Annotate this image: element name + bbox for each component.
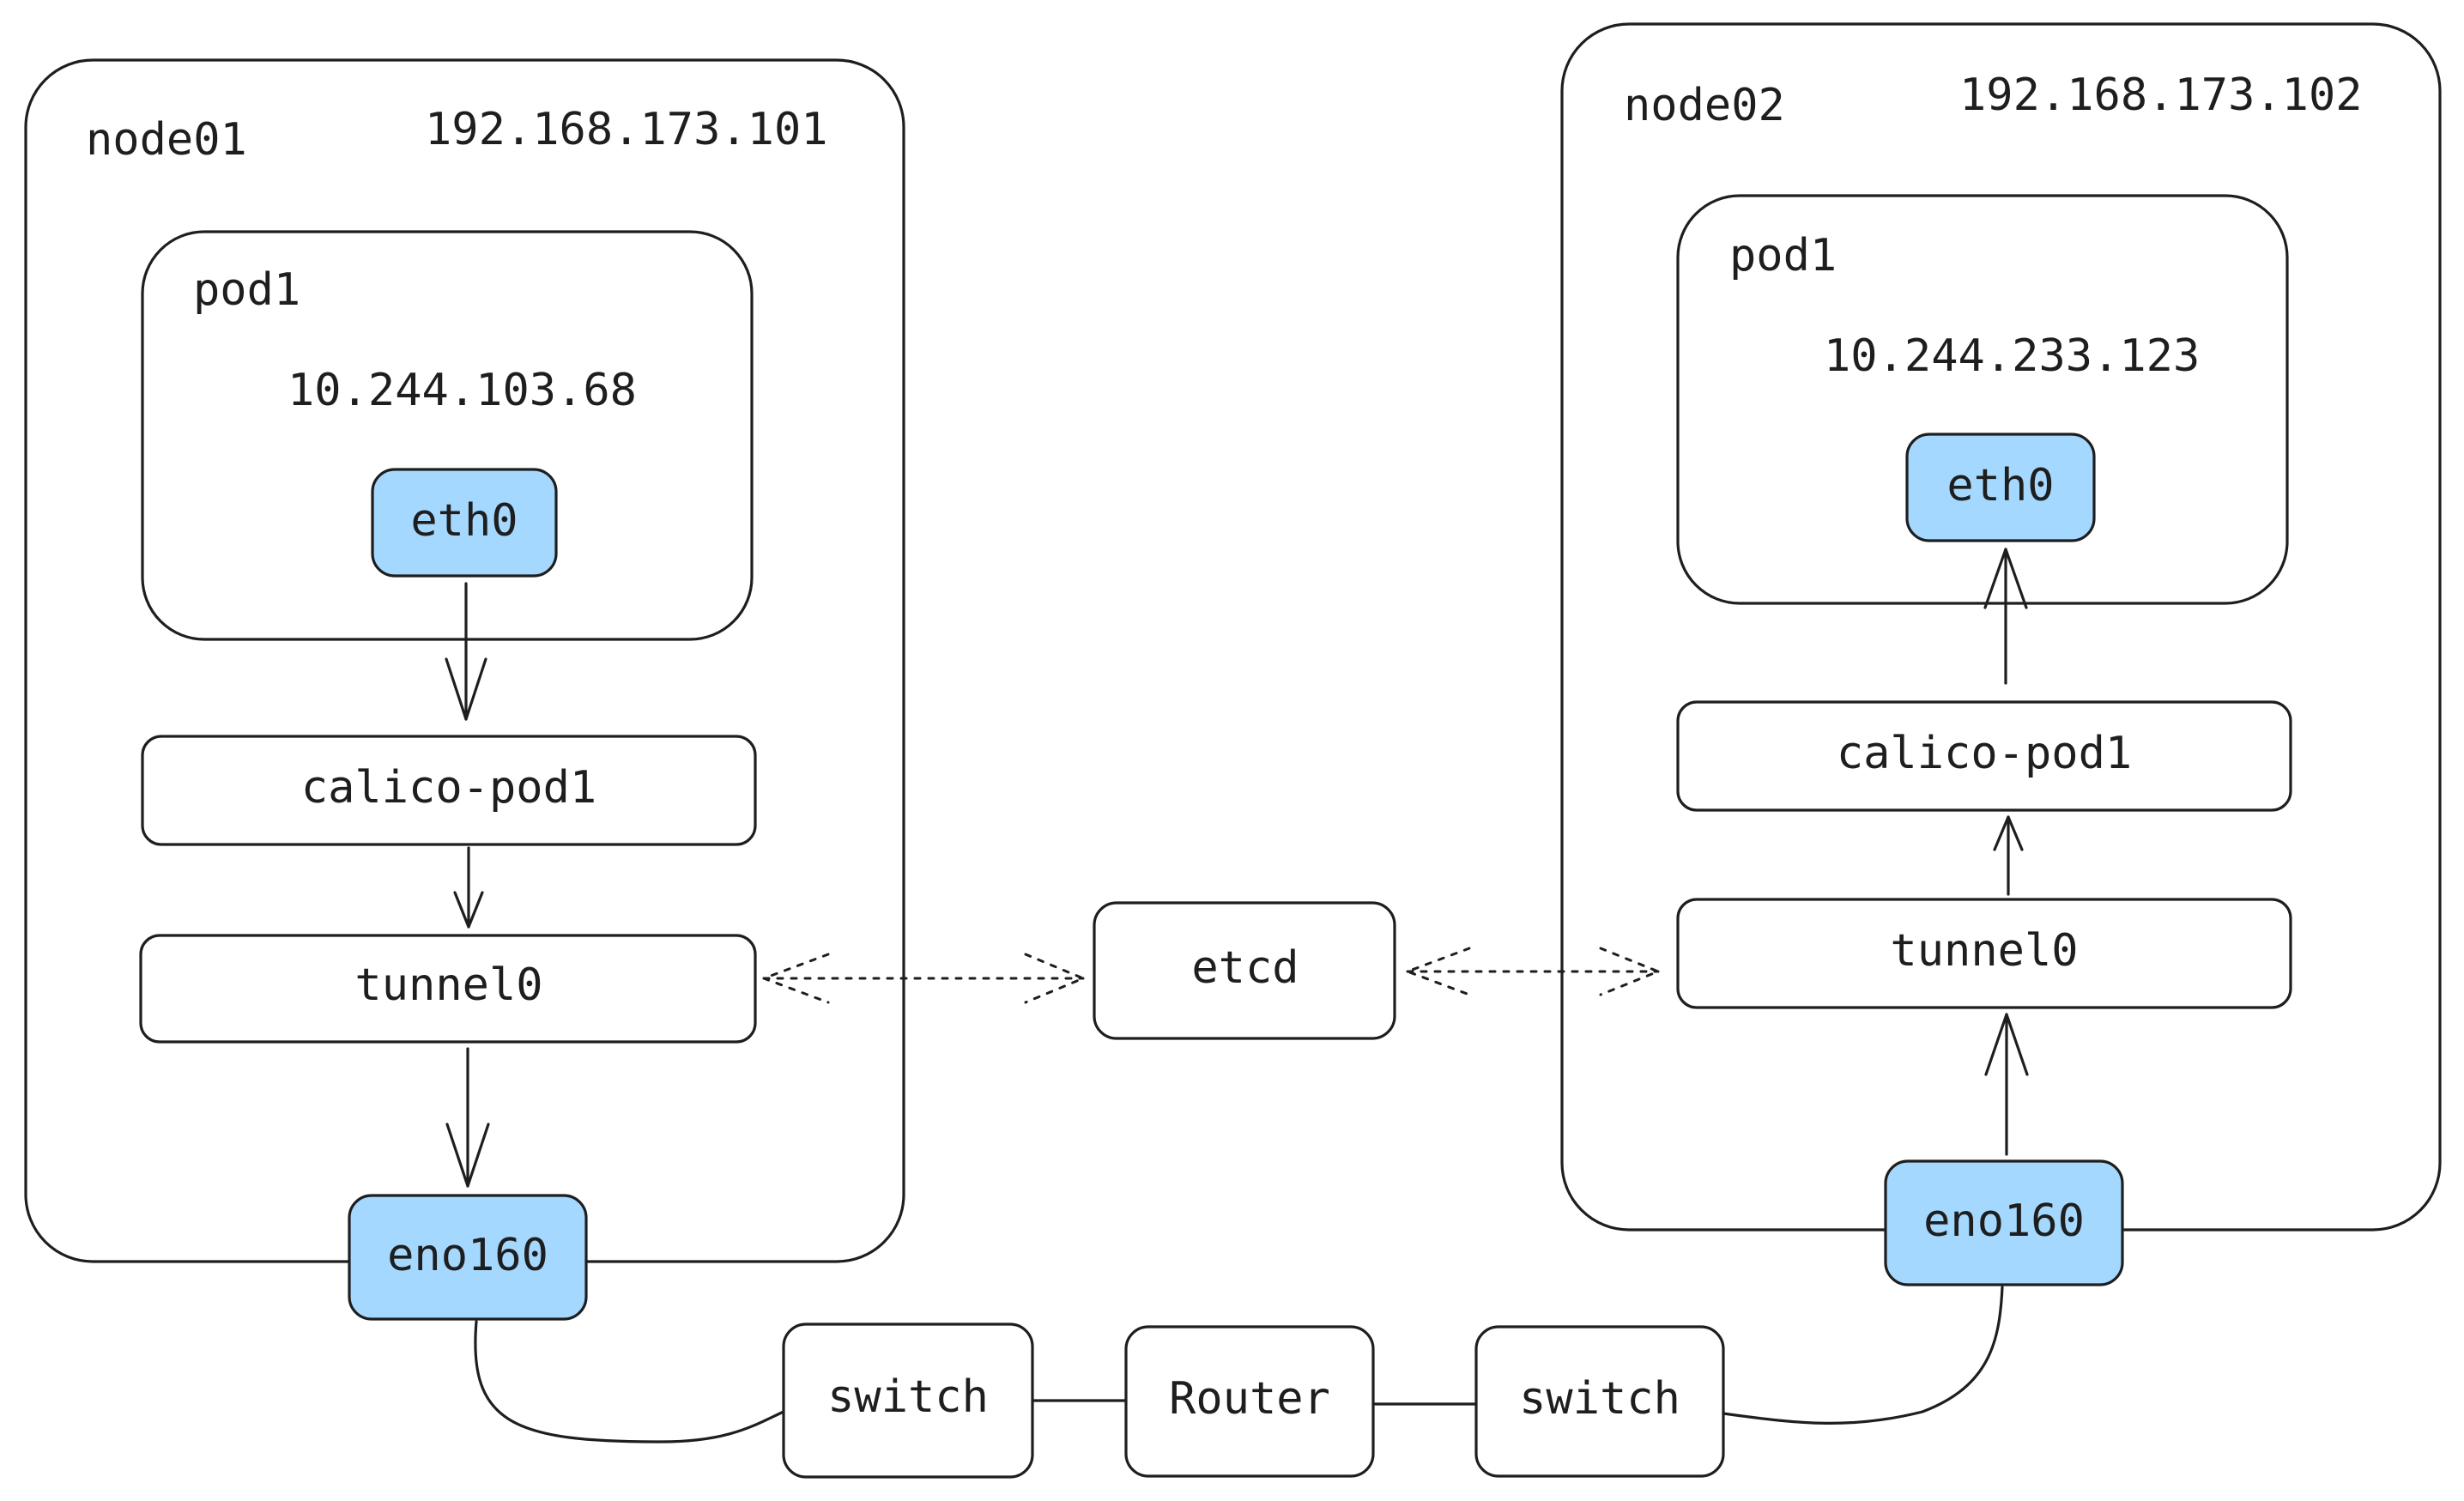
node02-eth0-box[interactable] xyxy=(1905,433,2096,542)
link-switch-right-to-nic02 xyxy=(1722,1286,2004,1425)
node01-calico-box[interactable] xyxy=(141,735,757,846)
node01-name: node01 xyxy=(86,114,247,166)
node02-nic-label: eno160 xyxy=(1923,1195,2085,1247)
node02-name: node02 xyxy=(1624,80,1785,131)
node01-ip: 192.168.173.101 xyxy=(425,104,828,155)
node01-pod-frame xyxy=(141,230,754,641)
node01-arrow-tunnel-to-nic xyxy=(445,1047,490,1188)
node01-nic-label: eno160 xyxy=(387,1230,548,1281)
node01-eth0-label: eth0 xyxy=(410,495,518,547)
etcd-link-right xyxy=(1406,947,1660,996)
etcd-label: etcd xyxy=(1191,942,1299,994)
switch-right-box[interactable] xyxy=(1474,1325,1725,1478)
node02: node02 192.168.173.102 pod1 10.244.233.1… xyxy=(1560,22,2442,1286)
node02-arrow-nic-to-tunnel xyxy=(1984,1013,2029,1156)
node02-ip: 192.168.173.102 xyxy=(1959,70,2363,121)
node02-pod-frame xyxy=(1676,194,2289,605)
node02-nic-box[interactable] xyxy=(1884,1159,2124,1286)
node01-pod-ip: 10.244.103.68 xyxy=(288,365,637,416)
node02-tunnel-label: tunnel0 xyxy=(1890,925,2078,977)
node01-eth0-box[interactable] xyxy=(371,468,558,578)
node02-tunnel-box[interactable] xyxy=(1676,898,2292,1009)
node01-arrow-eth0-to-calico xyxy=(445,582,487,721)
node01-pod-name: pod1 xyxy=(193,264,300,316)
node01-nic-box[interactable] xyxy=(348,1194,588,1321)
etcd-link-left xyxy=(762,953,1085,1004)
node01: node01 192.168.173.101 pod1 10.244.103.6… xyxy=(24,58,905,1321)
node01-arrow-calico-to-tunnel xyxy=(453,846,484,929)
node02-arrow-calico-to-eth0 xyxy=(1983,548,2028,685)
node01-pod: pod1 10.244.103.68 eth0 xyxy=(141,230,754,641)
node01-calico-label: calico-pod1 xyxy=(301,762,596,814)
node01-tunnel-box[interactable] xyxy=(139,934,757,1044)
switch-right-label: switch xyxy=(1519,1373,1680,1425)
etcd-box[interactable] xyxy=(1093,901,1396,1040)
link-nic01-to-switch-left xyxy=(474,1320,785,1444)
router-label: Router xyxy=(1169,1373,1330,1425)
node02-pod-name: pod1 xyxy=(1729,230,1837,281)
node02-eth0-label: eth0 xyxy=(1946,460,2054,511)
node02-pod-ip: 10.244.233.123 xyxy=(1824,330,2200,382)
node02-calico-label: calico-pod1 xyxy=(1837,728,2132,779)
node02-calico-box[interactable] xyxy=(1676,700,2292,812)
node02-frame xyxy=(1560,22,2442,1232)
physical-network: switch Router switch xyxy=(474,1286,2004,1479)
node02-pod: pod1 10.244.233.123 eth0 xyxy=(1676,194,2289,605)
switch-left-label: switch xyxy=(827,1371,989,1423)
node02-arrow-tunnel-to-calico xyxy=(1993,815,2024,896)
node01-tunnel-label: tunnel0 xyxy=(354,959,542,1011)
etcd: etcd xyxy=(762,901,1660,1040)
